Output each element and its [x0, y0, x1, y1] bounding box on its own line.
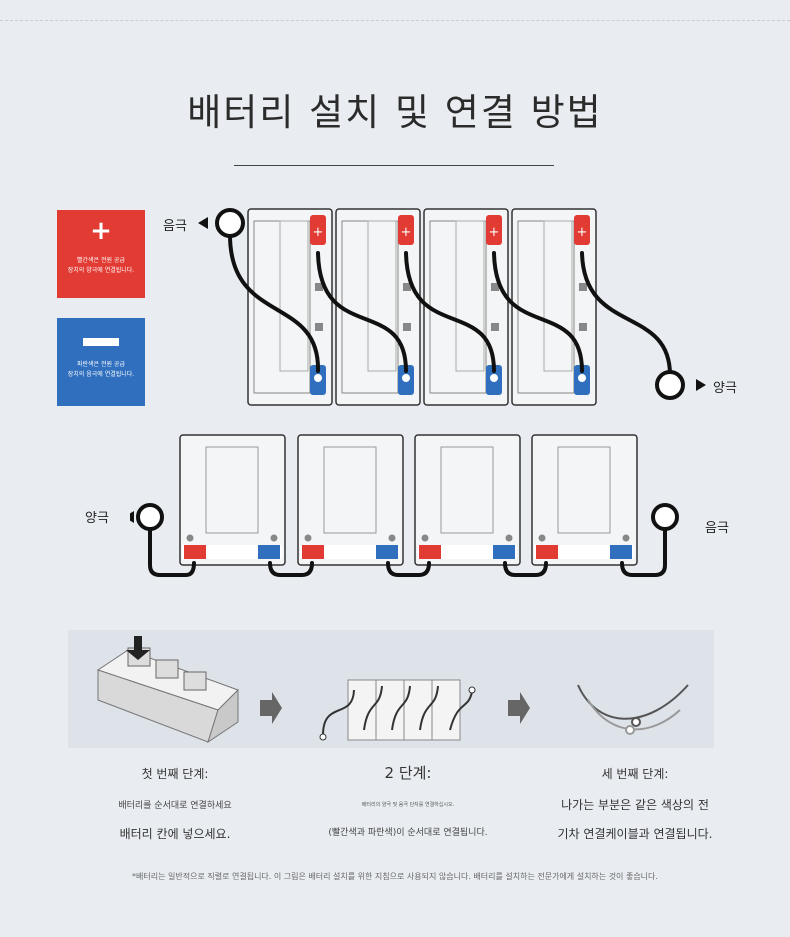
svg-text:+: +: [577, 225, 588, 240]
top-divider: [0, 20, 790, 21]
row-right-terminal-label: 음극: [705, 521, 729, 536]
steps-illustrations: [96, 636, 689, 744]
negative-legend-card: 파란색은 전원 공급 장치의 음극에 연결됩니다.: [57, 318, 145, 406]
negative-legend-line2: 장치의 음극에 연결됩니다.: [67, 371, 135, 378]
step-3-title: 세 번째 단계:: [601, 767, 669, 781]
svg-text:+: +: [489, 225, 500, 240]
svg-text:+: +: [313, 225, 324, 240]
step-1-title: 첫 번째 단계:: [141, 767, 209, 781]
minus-icon: [83, 338, 119, 346]
positive-legend-line2: 장치의 양극에 연결됩니다.: [67, 267, 135, 274]
negative-ring-terminal: [215, 208, 245, 238]
plus-icon: +: [90, 216, 112, 246]
svg-text:+: +: [401, 225, 412, 240]
step-3-line2: 기차 연결케이블과 연결됩니다.: [557, 827, 713, 841]
step-2-line2: (빨간색과 파란색)이 순서대로 연결됩니다.: [328, 828, 488, 838]
footnote: *배터리는 일반적으로 직렬로 연결됩니다. 이 그림은 배터리 설치를 위한 …: [132, 872, 658, 881]
positive-legend-card: + 빨간색은 전원 공급 장치의 양극에 연결됩니다.: [57, 210, 145, 298]
step-2-title: 2 단계:: [384, 764, 432, 782]
negative-ring-terminal: [651, 503, 679, 531]
row-battery-diagram: [130, 434, 679, 577]
step-arrow-icon: [260, 692, 282, 724]
battery-unit: [297, 434, 404, 566]
series-right-terminal-label: 양극: [713, 381, 737, 396]
step-arrow-icon: [508, 692, 530, 724]
battery-compartment-illustration: [96, 636, 239, 744]
step-1-line2: 배터리 칸에 넣으세요.: [119, 827, 231, 841]
connection-illustration: [319, 679, 476, 741]
left-arrow-icon: [198, 217, 208, 229]
title-underline: [234, 165, 554, 166]
battery-unit: +: [423, 208, 509, 406]
positive-ring-terminal: [136, 503, 164, 531]
series-battery-diagram: + + + +: [198, 208, 706, 406]
row-cables: [148, 527, 667, 577]
step-1-line1: 배터리를 순서대로 연결하세요: [118, 801, 232, 811]
battery-unit: [531, 434, 638, 566]
step-3: 세 번째 단계: 나가는 부분은 같은 색상의 전 기차 연결케이블과 연결됩니…: [540, 765, 730, 842]
series-left-terminal-label: 음극: [163, 219, 187, 234]
left-arrow-icon: [130, 511, 134, 523]
step-1: 첫 번째 단계: 배터리를 순서대로 연결하세요 배터리 칸에 넣으세요.: [90, 765, 260, 842]
battery-unit: +: [247, 208, 333, 406]
page-title: 배터리 설치 및 연결 방법: [187, 91, 603, 134]
step-3-line1: 나가는 부분은 같은 색상의 전: [561, 798, 709, 812]
row-left-terminal-label: 양극: [85, 511, 109, 526]
down-arrow-icon: [126, 636, 150, 660]
series-cables: [228, 233, 672, 377]
positive-ring-terminal: [655, 370, 685, 400]
step-2-line1: 배터리의 양극 및 음극 단자를 연결하십시오.: [361, 802, 455, 808]
right-arrow-icon: [696, 379, 706, 391]
battery-unit: +: [335, 208, 421, 406]
battery-unit: [414, 434, 521, 566]
step-2: 2 단계: 배터리의 양극 및 음극 단자를 연결하십시오. (빨간색과 파란색…: [318, 762, 498, 838]
positive-legend-line1: 빨간색은 전원 공급: [77, 257, 125, 264]
battery-unit: [179, 434, 286, 566]
negative-legend-line1: 파란색은 전원 공급: [77, 361, 125, 368]
cable-illustration: [577, 684, 689, 735]
battery-unit: +: [511, 208, 597, 406]
